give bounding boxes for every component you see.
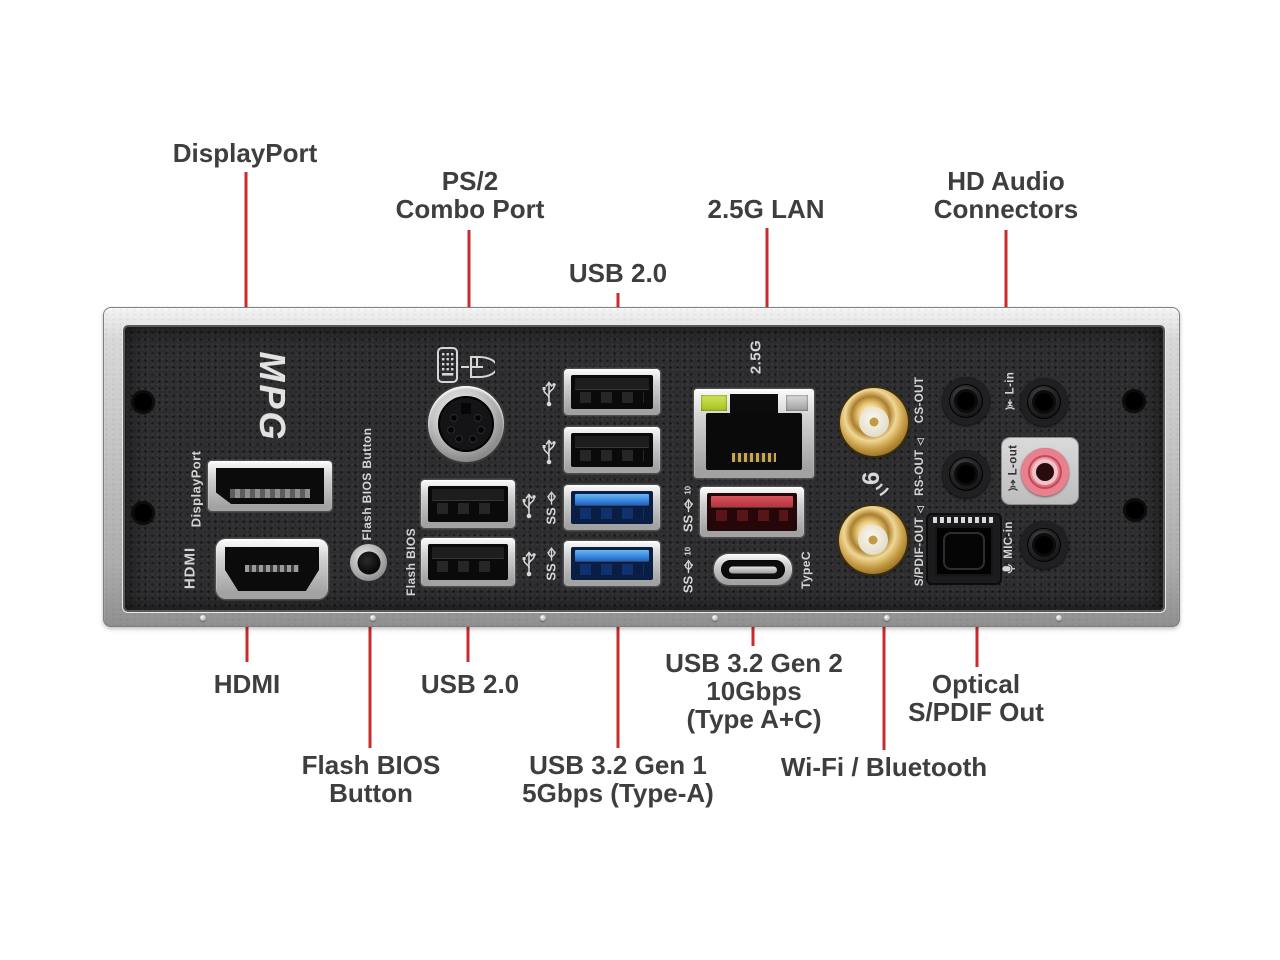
speaker-icon: ◁ (914, 438, 925, 446)
lan-speed-silkscreen-label: 2.5G (747, 339, 765, 375)
pointer-line-usb2-bottom (466, 592, 470, 662)
rivet (712, 615, 718, 621)
rivet (370, 615, 376, 621)
usb2-port (421, 480, 515, 528)
rivet (200, 615, 206, 621)
annotation-hdmi: HDMI (213, 669, 281, 699)
pointer-line-hd-audio (1004, 230, 1008, 373)
usb3-ss-icon: SS (544, 489, 559, 525)
rivet (884, 615, 890, 621)
displayport-cavity (216, 468, 324, 504)
hdmi-silkscreen-label: HDMI (181, 546, 199, 590)
usb-trident-icon (522, 551, 536, 577)
flash-bios-button-cap (357, 551, 380, 574)
rivet (1056, 615, 1062, 621)
usb3-gen2-ss10-icon: SS 10 (680, 546, 696, 594)
rivet (540, 615, 546, 621)
typec-silkscreen-label: TypeC (799, 551, 813, 589)
hdmi-pins (245, 565, 299, 572)
annotation-hd-audio: HD Audio Connectors (933, 166, 1079, 224)
line-in-icon (1005, 399, 1015, 410)
annotation-ps2-combo-port: PS/2 Combo Port (395, 166, 545, 224)
lan-port (694, 389, 814, 478)
annotation-25g-lan: 2.5G LAN (707, 194, 825, 224)
usb2-port (421, 538, 515, 586)
audio-jack-line-out (1021, 448, 1069, 496)
optical-cavity (935, 526, 993, 576)
optical-shutter-teeth (933, 517, 995, 523)
usb-trident-icon (542, 439, 556, 465)
usb-typec-cavity (721, 560, 785, 579)
annotation-usb32-gen1: USB 3.2 Gen 1 5Gbps (Type-A) (522, 750, 714, 808)
pointer-line-flash-bios (368, 580, 372, 748)
screw (132, 391, 154, 413)
annotation-usb2-bottom: USB 2.0 (420, 669, 520, 699)
displayport-port (208, 461, 332, 511)
speaker-icon: ◁ (914, 505, 925, 514)
flash-bios-silkscreen-label: Flash BIOS (404, 527, 418, 597)
svg-text:6: 6 (858, 472, 885, 485)
keyboard-icon (437, 347, 458, 383)
cs-out-silkscreen-label: CS-OUT (914, 376, 926, 424)
annotation-optical-spdif: Optical S/PDIF Out (908, 669, 1044, 727)
annotation-usb2-top: USB 2.0 (568, 258, 668, 288)
mic-in-silkscreen-label: MIC-in (1002, 521, 1016, 575)
annotation-wifi-bluetooth: Wi-Fi / Bluetooth (780, 752, 988, 782)
usb3-gen1-port (564, 485, 660, 530)
usb-typec-tongue (729, 566, 777, 573)
displayport-silkscreen-label: DisplayPort (188, 450, 204, 528)
screw (132, 502, 154, 524)
antenna-pin (869, 417, 879, 427)
lan-pins (732, 453, 776, 462)
antenna-pin (868, 535, 878, 545)
hdmi-port (216, 539, 328, 599)
screw (1123, 390, 1145, 412)
pointer-line-usb32-gen1 (616, 592, 620, 748)
line-out-icon (1008, 479, 1018, 491)
lan-led-left (701, 395, 727, 411)
screw (1124, 499, 1146, 521)
mpg-logo: MPG (252, 351, 293, 443)
usb2-port (564, 427, 660, 473)
l-in-silkscreen-label: L-in (1004, 372, 1017, 413)
usb2-port (564, 369, 660, 415)
audio-jack-cs-out (942, 377, 990, 425)
rs-out-silkscreen-label: RS-OUT◁ (914, 438, 926, 496)
wifi-antenna-connector (840, 388, 908, 456)
pointer-line-wifi (882, 590, 886, 750)
ps2-port (428, 386, 504, 462)
optical-plug (943, 532, 985, 570)
flash-bios-button-silkscreen-label: Flash BIOS Button (360, 427, 374, 541)
flash-bios-button (350, 544, 387, 581)
displayport-pins (230, 489, 310, 498)
usb3-gen2-typea-port (700, 487, 804, 537)
annotation-displayport: DisplayPort (172, 138, 318, 168)
usb-trident-icon (522, 493, 536, 519)
mic-icon (1002, 564, 1015, 574)
usb-trident-icon (542, 381, 556, 407)
usb3-gen2-ss10-icon: SS 10 (680, 485, 696, 533)
l-out-silkscreen-label: L-out (1007, 445, 1020, 494)
annotation-usb32-gen2: USB 3.2 Gen 2 10Gbps (Type A+C) (665, 648, 843, 734)
usb-typec-port (714, 554, 792, 585)
usb3-ss-icon: SS (544, 545, 559, 581)
usb3-gen1-port (564, 541, 660, 586)
wifi6-icon: 6 (858, 472, 889, 497)
lan-cavity (706, 413, 802, 470)
optical-spdif-port (928, 515, 1000, 583)
ps2-pins (438, 396, 494, 452)
hdmi-cavity (225, 547, 319, 591)
mouse-icon (461, 356, 495, 378)
audio-jack-line-in (1020, 378, 1068, 426)
audio-jack-mic-in (1020, 521, 1068, 569)
wifi-antenna-connector (839, 506, 907, 574)
audio-jack-rs-out (942, 450, 990, 498)
spdif-silkscreen-label: S/PDIF-OUT◁ (914, 505, 926, 587)
lan-led-right (786, 395, 808, 411)
annotation-flash-bios-button: Flash BIOS Button (301, 750, 441, 808)
